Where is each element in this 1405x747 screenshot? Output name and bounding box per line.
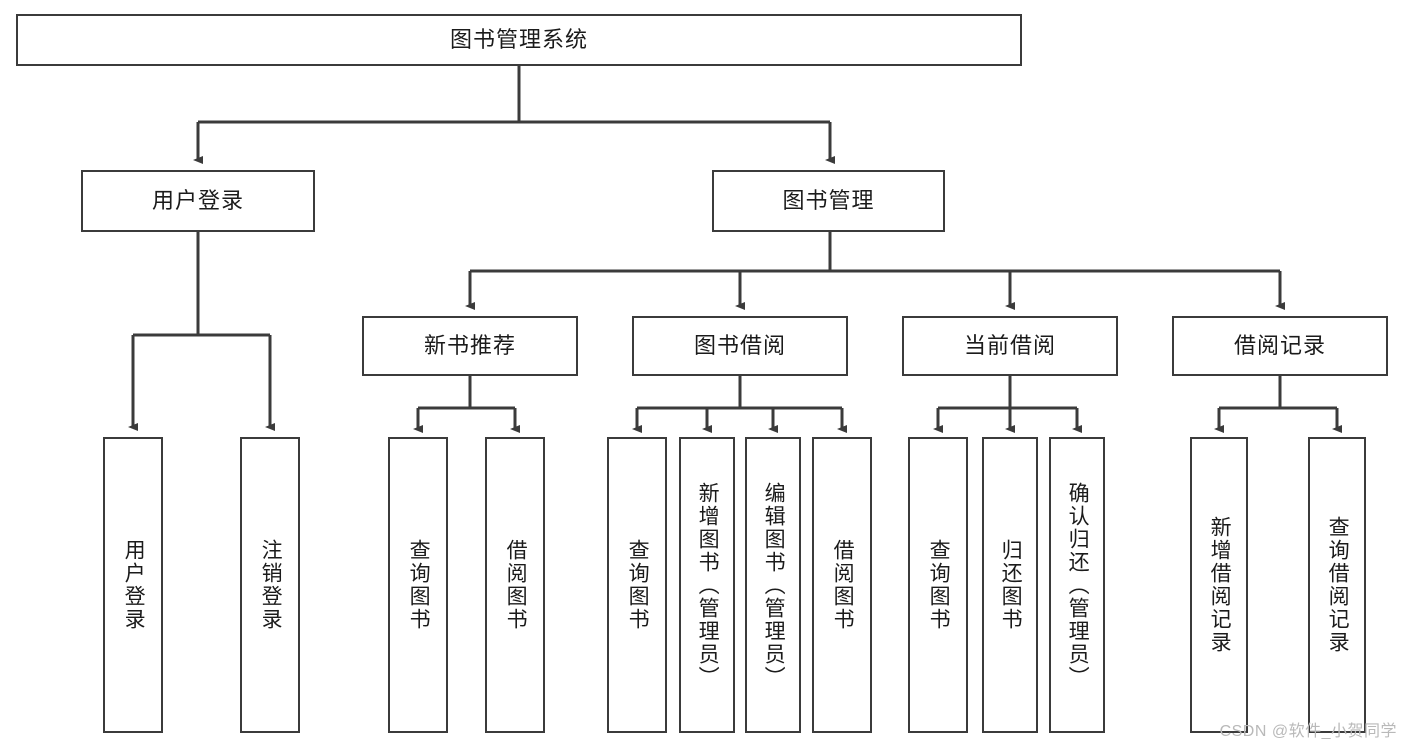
node-borrowing-record-label: 借阅记录 — [1233, 332, 1326, 358]
node-book-borrowing[interactable]: 图书借阅 — [632, 316, 848, 376]
leaf-query-book-current[interactable]: 查询图书 — [908, 437, 968, 733]
node-new-book-recommendation-label: 新书推荐 — [423, 332, 516, 358]
leaf-query-borrow-record[interactable]: 查询借阅记录 — [1308, 437, 1366, 733]
leaf-add-borrow-record[interactable]: 新增借阅记录 — [1190, 437, 1248, 733]
leaf-borrow-book[interactable]: 借阅图书 — [812, 437, 872, 733]
leaf-edit-book-admin[interactable]: 编辑图书（管理员） — [745, 437, 801, 733]
leaf-query-book-borrow-label: 查询图书 — [626, 539, 650, 631]
leaf-query-borrow-record-label: 查询借阅记录 — [1326, 516, 1350, 654]
node-book-management-label: 图书管理 — [782, 187, 875, 213]
node-new-book-recommendation[interactable]: 新书推荐 — [362, 316, 578, 376]
leaf-query-book-new-label: 查询图书 — [407, 539, 431, 631]
node-book-borrowing-label: 图书借阅 — [693, 332, 786, 358]
leaf-user-login[interactable]: 用户登录 — [103, 437, 163, 733]
leaf-edit-book-admin-label: 编辑图书（管理员） — [762, 481, 786, 689]
node-current-borrowing[interactable]: 当前借阅 — [902, 316, 1118, 376]
leaf-user-login-label: 用户登录 — [122, 539, 146, 631]
leaf-add-borrow-record-label: 新增借阅记录 — [1208, 516, 1232, 654]
leaf-return-book-label: 归还图书 — [999, 539, 1023, 631]
leaf-borrow-book-label: 借阅图书 — [831, 539, 855, 631]
leaf-add-book-admin[interactable]: 新增图书（管理员） — [679, 437, 735, 733]
node-root[interactable]: 图书管理系统 — [16, 14, 1022, 66]
leaf-user-logout[interactable]: 注销登录 — [240, 437, 300, 733]
leaf-add-book-admin-label: 新增图书（管理员） — [696, 481, 720, 689]
node-book-management[interactable]: 图书管理 — [712, 170, 945, 232]
leaf-confirm-return-admin-label: 确认归还（管理员） — [1066, 481, 1090, 689]
leaf-borrow-book-new[interactable]: 借阅图书 — [485, 437, 545, 733]
leaf-user-logout-label: 注销登录 — [259, 539, 283, 631]
node-user-login[interactable]: 用户登录 — [81, 170, 315, 232]
node-user-login-label: 用户登录 — [151, 187, 244, 213]
leaf-query-book-new[interactable]: 查询图书 — [388, 437, 448, 733]
leaf-borrow-book-new-label: 借阅图书 — [504, 539, 528, 631]
leaf-confirm-return-admin[interactable]: 确认归还（管理员） — [1049, 437, 1105, 733]
leaf-query-book-borrow[interactable]: 查询图书 — [607, 437, 667, 733]
node-current-borrowing-label: 当前借阅 — [963, 332, 1056, 358]
csdn-watermark: CSDN @软件_小贺同学 — [1219, 723, 1397, 740]
leaf-query-book-current-label: 查询图书 — [927, 539, 951, 631]
node-borrowing-record[interactable]: 借阅记录 — [1172, 316, 1388, 376]
node-root-label: 图书管理系统 — [449, 26, 588, 52]
leaf-return-book[interactable]: 归还图书 — [982, 437, 1038, 733]
